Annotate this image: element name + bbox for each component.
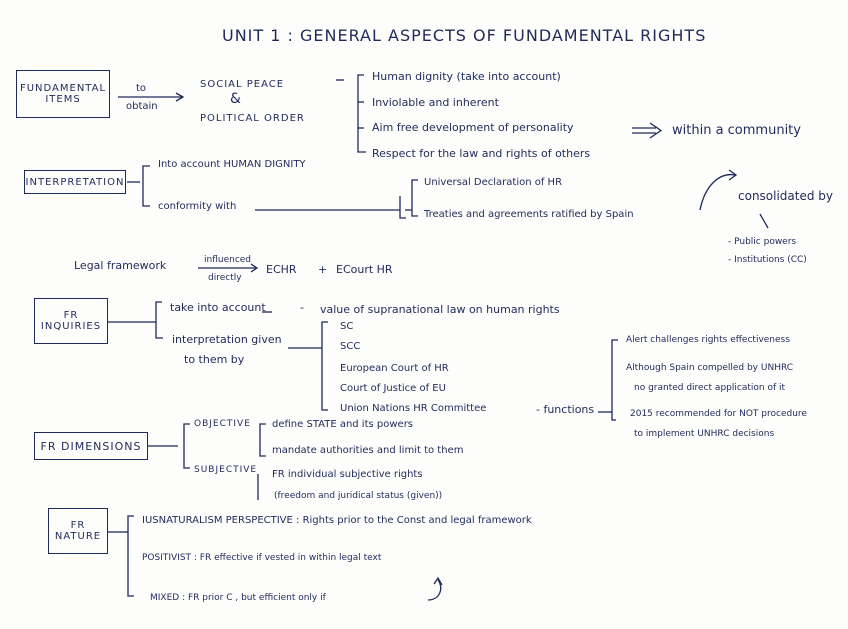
fundamental-items-line1: FUNDAMENTAL: [19, 83, 107, 94]
item-human-dignity: Human dignity (take into account): [372, 70, 561, 83]
fr-inquiries-line2: INQUIRIES: [40, 321, 102, 332]
consolidated-by: consolidated by: [738, 189, 834, 203]
note-no-granted: no granted direct application of it: [634, 383, 786, 393]
item-inviolable: Inviolable and inherent: [372, 96, 499, 109]
fundamental-items-line2: ITEMS: [45, 94, 81, 105]
note-2015: 2015 recommended for NOT procedure: [630, 409, 807, 419]
ecourt-label: ECourt HR: [336, 263, 393, 276]
interpretation-given: interpretation given: [172, 333, 282, 346]
arrow-head-obtain: [175, 92, 185, 102]
fr-nature-line1: FR: [70, 520, 86, 531]
interpretation-box: INTERPRETATION: [24, 170, 126, 194]
fr-inquiries-line1: FR: [63, 310, 79, 321]
item-respect-law: Respect for the law and rights of others: [372, 147, 591, 160]
goal-social-peace: SOCIAL PEACE: [200, 79, 285, 90]
subjective-item1: FR individual subjective rights: [272, 469, 423, 480]
item-aim-development: Aim free development of personality: [372, 121, 574, 134]
nature-positivist: POSITIVIST : FR effective if vested in w…: [142, 553, 382, 563]
goal-ampersand: &: [230, 91, 241, 107]
arrow-label-to: to: [136, 83, 147, 94]
plus-sign: +: [318, 263, 328, 276]
fundamental-items-box: FUNDAMENTAL ITEMS: [16, 70, 110, 118]
to-them-by: to them by: [184, 353, 245, 366]
influenced-label: influenced: [204, 255, 252, 265]
take-into-account: take into account: [170, 301, 266, 314]
nature-mixed: MIXED : FR prior C , but efficient only …: [150, 593, 326, 603]
legal-framework-label: Legal framework: [74, 259, 167, 272]
body-echr: European Court of HR: [340, 363, 449, 374]
objective-label: OBJECTIVE: [194, 419, 251, 429]
note-although: Although Spain compelled by UNHRC: [626, 363, 794, 373]
goal-political-order: POLITICAL ORDER: [200, 113, 305, 124]
public-powers: - Public powers: [728, 237, 797, 247]
note-implement: to implement UNHRC decisions: [634, 429, 775, 439]
supranational-value: value of supranational law on human righ…: [320, 303, 560, 316]
take-dash: -: [300, 301, 304, 314]
body-scc: SCC: [340, 341, 361, 352]
fr-nature-line2: NATURE: [54, 531, 102, 542]
arrow-label-obtain: obtain: [126, 101, 158, 112]
fr-inquiries-box: FR INQUIRIES: [34, 298, 108, 344]
nature-iusnaturalism: IUSNATURALISM PERSPECTIVE : Rights prior…: [142, 515, 532, 526]
functions-label: - functions: [536, 403, 595, 416]
objective-item1: define STATE and its powers: [272, 419, 414, 430]
interp-treaties: Treaties and agreements ratified by Spai…: [424, 209, 634, 220]
body-cjeu: Court of Justice of EU: [340, 383, 446, 394]
institutions-cc: - Institutions (CC): [728, 255, 807, 265]
interp-udhr: Universal Declaration of HR: [424, 177, 563, 188]
directly-label: directly: [208, 273, 242, 283]
subjective-item2: (freedom and juridical status (given)): [274, 491, 443, 501]
objective-item2: mandate authorities and limit to them: [272, 445, 464, 456]
fr-nature-box: FR NATURE: [48, 508, 108, 554]
interp-human-dignity: Into account HUMAN DIGNITY: [158, 159, 306, 170]
interp-conformity: conformity with: [158, 201, 237, 212]
page-title: UNIT 1 : GENERAL ASPECTS OF FUNDAMENTAL …: [222, 26, 707, 45]
echr-label: ECHR: [266, 263, 297, 276]
subjective-label: SUBJECTIVE: [194, 465, 258, 475]
body-unhrc: Union Nations HR Committee: [340, 403, 487, 414]
within-community: within a community: [672, 123, 801, 138]
body-sc: SC: [340, 321, 354, 332]
note-alert: Alert challenges rights effectiveness: [626, 335, 790, 345]
fr-dimensions-box: FR DIMENSIONS: [34, 432, 148, 460]
